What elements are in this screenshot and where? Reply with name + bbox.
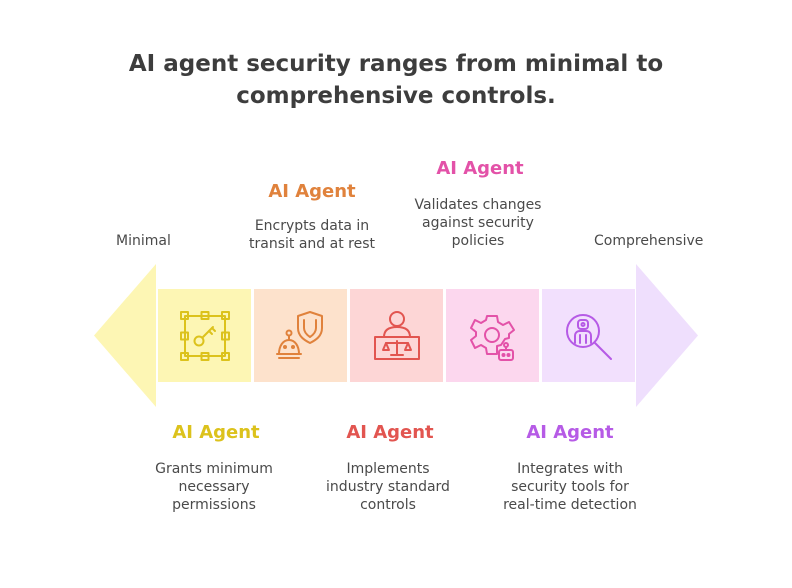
stage-3-title: AI Agent <box>346 422 434 443</box>
scale-label-comprehensive: Comprehensive <box>594 233 704 249</box>
stage-1-title: AI Agent <box>172 422 260 443</box>
stage-5-title: AI Agent <box>526 422 614 443</box>
stage-block-4 <box>446 289 539 382</box>
stage-block-5 <box>542 289 635 382</box>
stage-block-3 <box>350 289 443 382</box>
stage-5-description: Integrates with security tools for real-… <box>503 461 637 513</box>
stage-3-description: Implements industry standard controls <box>326 461 450 513</box>
robot-shield-icon <box>276 311 323 359</box>
stage-1-description: Grants minimum necessary permissions <box>155 461 273 513</box>
scale-label-minimal: Minimal <box>116 233 171 249</box>
title-line-1: AI agent security ranges from minimal to <box>128 51 664 77</box>
key-grid-icon <box>180 311 230 361</box>
title-line-2: comprehensive controls. <box>236 83 556 109</box>
left-arrow-head <box>94 264 156 407</box>
page-title: AI agent security ranges from minimal to… <box>96 48 696 112</box>
stage-4-description: Validates changes against security polic… <box>414 197 542 249</box>
gear-robot-icon <box>470 315 515 361</box>
judge-scales-icon <box>374 311 420 360</box>
robot-magnifier-icon <box>566 314 612 360</box>
stage-4-title: AI Agent <box>436 158 524 179</box>
right-arrow-head <box>636 264 698 407</box>
stage-2-description: Encrypts data in transit and at rest <box>249 218 375 252</box>
stage-2-title: AI Agent <box>268 181 356 202</box>
